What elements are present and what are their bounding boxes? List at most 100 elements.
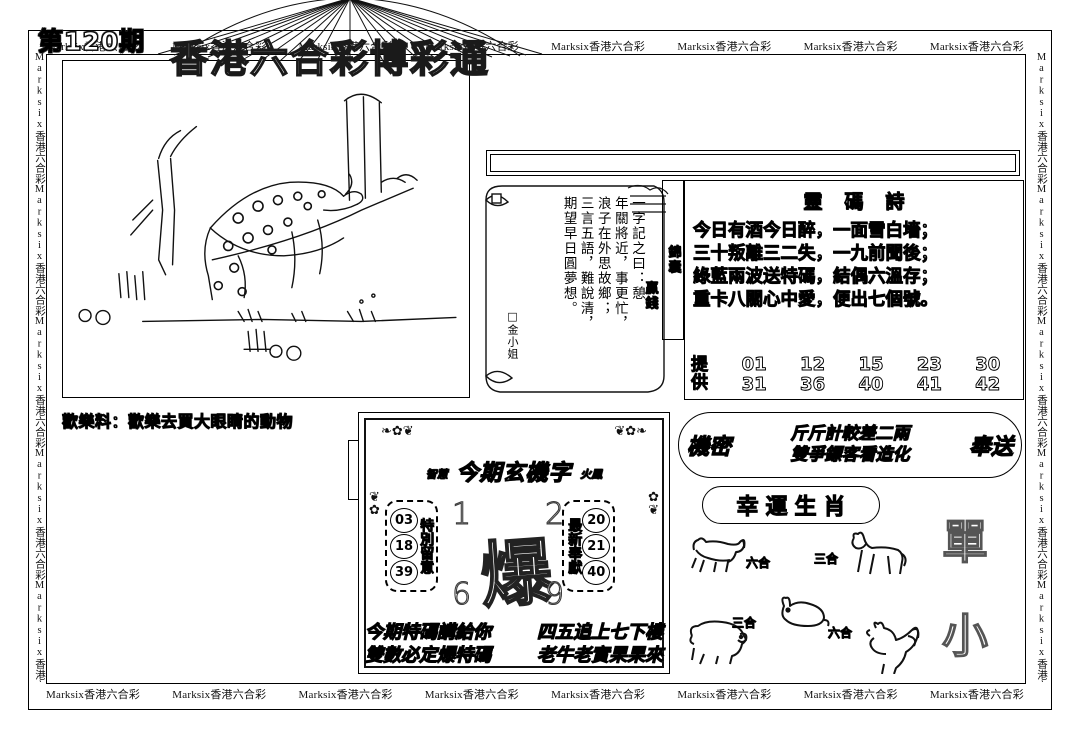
mystic-digit-top-left: 1 <box>451 496 472 532</box>
tip-number: 41 <box>916 374 942 396</box>
tip-number: 30 <box>975 354 1001 376</box>
border-text: Marksix香港六合彩 <box>34 579 45 682</box>
site-logo-title: 香港六合彩博彩通 <box>169 36 491 82</box>
border-text: Marksix香港六合彩 <box>298 689 393 701</box>
vertical-tab-win: 贏錢 <box>642 281 658 312</box>
scroll-col-0: 一字記之曰：憩 <box>629 196 645 301</box>
right-group-label: 最新奉獻 <box>566 518 583 575</box>
border-band-bottom-run: Marksix香港六合彩 Marksix香港六合彩 Marksix香港六合彩 Mark… <box>46 686 1024 702</box>
tips-label: 提 供 <box>691 355 725 394</box>
scroll-note: 一字記之曰：憩 年關將近，事更忙， 浪子在外思故鄉； 三言五語，難說清， 期望早… <box>478 180 674 402</box>
poem-line-1: 三十叛離三二失，一九前聞後； <box>693 244 939 265</box>
tip-number: 15 <box>858 354 884 376</box>
border-text: Marksix香港六合彩 <box>34 183 45 316</box>
mystic-footer-0-right: 四五追上七下樓 <box>537 621 664 643</box>
ornate-inner-border <box>364 418 664 668</box>
poem-line-3: 重卡八關心中愛，便出七個號。 <box>693 290 939 311</box>
issue-number: 第120期 <box>37 27 146 57</box>
lucky-zodiac-pill: 幸運生肖 <box>702 486 880 524</box>
left-group-label: 特別留意 <box>418 518 435 575</box>
mystic-digit-bottom-left: 6 <box>451 576 472 612</box>
mystic-footer-row-0: 今期特碼講給你 四五追上七下樓 <box>365 621 664 644</box>
mystic-big-character: 爆 <box>477 529 556 619</box>
border-band-top-run: Marksix香港六合彩 Marksix香港六合彩 Marksix香港六合彩 Mark… <box>46 38 1024 54</box>
ornament-top-left: ❧✿❦ <box>381 424 414 439</box>
mystic-footer-0-left: 今期特碼講給你 <box>365 621 492 643</box>
number-ball: 20 <box>582 507 611 533</box>
border-band-bottom: Marksix香港六合彩 Marksix香港六合彩 Marksix香港六合彩 Mark… <box>46 686 1024 702</box>
bracket-mark <box>348 440 358 500</box>
secret-lines: 斤斤計較差二兩 雙爭鏢客看造化 <box>731 423 969 467</box>
mystic-digit-top-right: 2 <box>544 496 565 532</box>
horse-icon <box>846 530 908 578</box>
side-character-small: 小 <box>941 608 988 663</box>
border-text: Marksix香港六合彩 <box>1036 52 1047 184</box>
rooster-icon <box>860 620 922 674</box>
border-text: Marksix香港六合彩 <box>929 689 1024 701</box>
scroll-shape-icon <box>484 184 669 393</box>
horse-tag: 三合 <box>814 552 839 567</box>
number-ball: 21 <box>582 533 611 559</box>
vertical-tab-pouch: 錦囊 <box>662 180 684 340</box>
tip-number: 23 <box>916 354 942 376</box>
rooster-tag: 六合 <box>828 626 853 641</box>
tip-number: 40 <box>858 374 884 396</box>
border-text: Marksix香港六合彩 <box>677 41 772 53</box>
border-text: Marksix香港六合彩 <box>46 41 141 53</box>
secret-line-1: 雙爭鏢客看造化 <box>790 445 910 466</box>
mystic-title-main: 今期玄機字 <box>456 460 572 486</box>
secret-tag: 機密 <box>686 435 732 461</box>
masthead: 第120期 香港六合彩博彩通 <box>0 0 546 108</box>
caption-text: 歡樂料：歡樂去買大眼睛的動物 <box>62 412 294 432</box>
border-text: Marksix香港六合彩 <box>929 41 1024 53</box>
tip-number: 36 <box>800 374 826 396</box>
border-text: Marksix香港六合彩 <box>424 689 519 701</box>
mystic-title-right: 火鳳 <box>580 468 603 482</box>
border-text: Marksix香港六合彩 <box>34 52 45 184</box>
border-text: Marksix香港六合彩 <box>551 41 646 53</box>
mystic-footer-1-right: 老牛老實杲杲來 <box>537 644 664 666</box>
header-bar <box>486 150 1020 176</box>
scroll-col-4: 期望早日圓夢想。 <box>560 196 577 316</box>
mystic-title-left: 智慧 <box>425 468 449 482</box>
border-text: Marksix香港六合彩 <box>1036 447 1047 580</box>
scroll-text: 一字記之曰：憩 年關將近，事更忙， 浪子在外思故鄉； 三言五語，難說清， 期望早… <box>502 196 645 386</box>
border-text: Marksix香港六合彩 <box>1036 579 1047 682</box>
ornament-right: ✿❦ <box>648 490 659 518</box>
poem-lines: 今日有酒今日醉，一面雪白墻； 三十叛離三二失，一九前聞後； 綠藍兩波送特碼，結偶… <box>693 220 1017 312</box>
tips-label-char-0: 提 <box>691 355 709 376</box>
mystic-footer: 今期特碼講給你 四五追上七下樓 雙數必定爆特碼 老牛老實杲杲來 <box>365 621 664 667</box>
border-text: Marksix香港六合彩 <box>46 689 141 701</box>
tip-number: 42 <box>975 374 1001 396</box>
poem-title: 靈碼詩 <box>803 191 927 214</box>
outer-frame <box>28 30 1052 710</box>
ornament-left: ❦✿ <box>369 490 380 518</box>
poem-line-0: 今日有酒今日醉，一面雪白墻； <box>693 221 939 242</box>
secret-panel: 機密 斤斤計較差二兩 雙爭鏢客看造化 奉送 <box>678 412 1022 478</box>
border-text: Marksix香港六合彩 <box>677 689 772 701</box>
border-text: Marksix香港六合彩 <box>1036 315 1047 448</box>
illustration-panel: 神話圖 <box>62 60 529 455</box>
border-text: Marksix香港六合彩 <box>172 689 267 701</box>
tip-number: 12 <box>800 354 826 376</box>
pig-icon <box>684 616 754 666</box>
pig-tag: 三合 <box>732 616 757 631</box>
tips-label-char-1: 供 <box>691 373 709 394</box>
border-text: Marksix香港六合彩 <box>803 689 898 701</box>
lucky-zodiac-title: 幸運生肖 <box>736 495 853 521</box>
scroll-col-1: 年關將近，事更忙， <box>611 196 628 331</box>
secret-row: 機密 斤斤計較差二兩 雙爭鏢客看造化 奉送 <box>679 413 1021 477</box>
border-text: Marksix香港六合彩 <box>1036 183 1047 316</box>
sunburst-rays-icon <box>157 0 543 64</box>
rabbit-icon <box>774 594 830 630</box>
